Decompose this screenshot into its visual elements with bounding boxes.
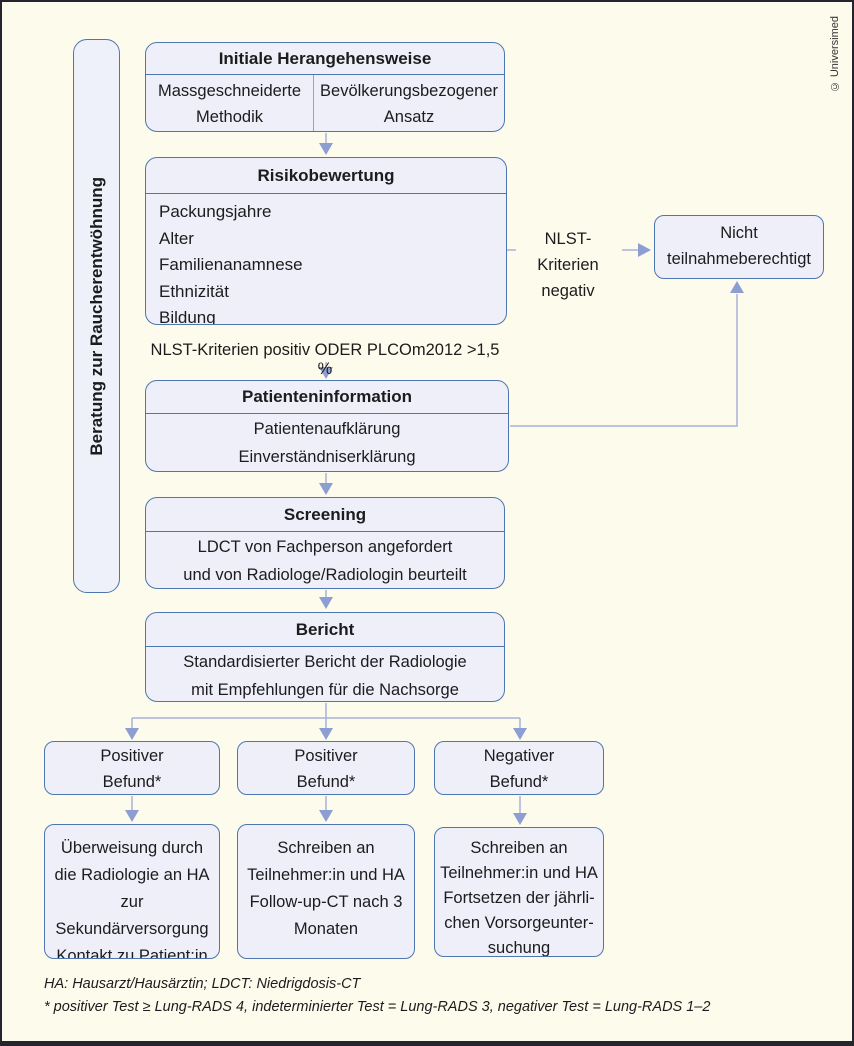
arrowhead-down-icon	[319, 810, 333, 822]
nlst-positive-label: NLST-Kriterien positiv ODER PLCOm2012 >1…	[150, 341, 500, 378]
node-not-eligible: Nicht teilnahmeberechtigt	[654, 215, 824, 279]
sidebar-label: Beratung zur Raucherentwöhnung	[86, 176, 106, 456]
arrowhead-up-icon	[730, 281, 744, 293]
patient-info-line: Patientenaufklärung	[253, 420, 401, 438]
option-population-approach: Bevölkerungsbezogener Ansatz	[313, 75, 504, 131]
copyright-credit: © Universimed	[829, 16, 841, 93]
arrowhead-right-icon	[638, 243, 651, 257]
risk-factor-list: Packungsjahre Alter Familienanamnese Eth…	[146, 194, 506, 325]
risk-factor: Ethnizität	[159, 281, 229, 301]
node-title: Screening	[146, 498, 504, 532]
arrowhead-down-icon	[319, 597, 333, 609]
footnote-criteria: * positiver Test ≥ Lung-RADS 4, indeterm…	[44, 998, 711, 1015]
node-positive-result-1: Positiver Befund*	[44, 741, 220, 795]
risk-factor: Bildung	[159, 308, 216, 325]
option-tailored-method: Massgeschneiderte Methodik	[157, 81, 302, 126]
arrowhead-down-icon	[319, 483, 333, 495]
node-positive-result-2: Positiver Befund*	[237, 741, 415, 795]
arrowhead-down-icon	[513, 728, 527, 740]
risk-factor: Familienanamnese	[159, 255, 303, 274]
patient-info-line: Einverständniserklärung	[238, 448, 416, 466]
node-action-continue-screening: Schreiben an Teilnehmer:in und HA Fortse…	[434, 827, 604, 957]
node-action-referral: Überweisung durch die Radiologie an HA z…	[44, 824, 220, 959]
report-line: Standardisierter Bericht der Radiologie	[183, 653, 467, 671]
node-title: Initiale Herangehensweise	[146, 43, 504, 75]
screening-line: und von Radiologe/Radiologin beurteilt	[183, 566, 467, 584]
arrowhead-down-icon	[125, 810, 139, 822]
patientinfo-to-noteligible-line	[510, 294, 738, 427]
arrowhead-down-icon	[319, 367, 333, 379]
smoking-cessation-sidebar: Beratung zur Raucherentwöhnung	[73, 39, 120, 593]
footnote-abbreviations: HA: Hausarzt/Hausärztin; LDCT: Niedrigdo…	[44, 976, 361, 992]
node-title: Patienteninformation	[146, 381, 508, 414]
node-report: Bericht Standardisierter Bericht der Rad…	[145, 612, 505, 702]
arrowhead-down-icon	[319, 143, 333, 155]
risk-factor: Packungsjahre	[159, 202, 272, 221]
node-title: Bericht	[146, 613, 504, 647]
screening-line: LDCT von Fachperson angefordert	[197, 538, 453, 556]
node-initial-approach: Initiale Herangehensweise Massgeschneide…	[145, 42, 505, 132]
node-negative-result: Negativer Befund*	[434, 741, 604, 795]
report-line: mit Empfehlungen für die Nachsorge	[191, 681, 459, 699]
footnotes: HA: Hausarzt/Hausärztin; LDCT: Niedrigdo…	[44, 973, 710, 1018]
nlst-negative-label: NLST-Kriterien negativ	[537, 230, 599, 300]
node-action-followup-ct: Schreiben an Teilnehmer:in und HA Follow…	[237, 824, 415, 959]
initial-approach-options: Massgeschneiderte Methodik Bevölkerungsb…	[146, 75, 504, 131]
node-risk-assessment: Risikobewertung Packungsjahre Alter Fami…	[145, 157, 507, 325]
arrowhead-down-icon	[319, 728, 333, 740]
risk-factor: Alter	[159, 228, 194, 248]
node-screening: Screening LDCT von Fachperson angeforder…	[145, 497, 505, 589]
arrowhead-down-icon	[513, 813, 527, 825]
node-title: Risikobewertung	[146, 158, 506, 194]
node-patient-information: Patienteninformation Patientenaufklärung…	[145, 380, 509, 472]
arrowhead-down-icon	[125, 728, 139, 740]
